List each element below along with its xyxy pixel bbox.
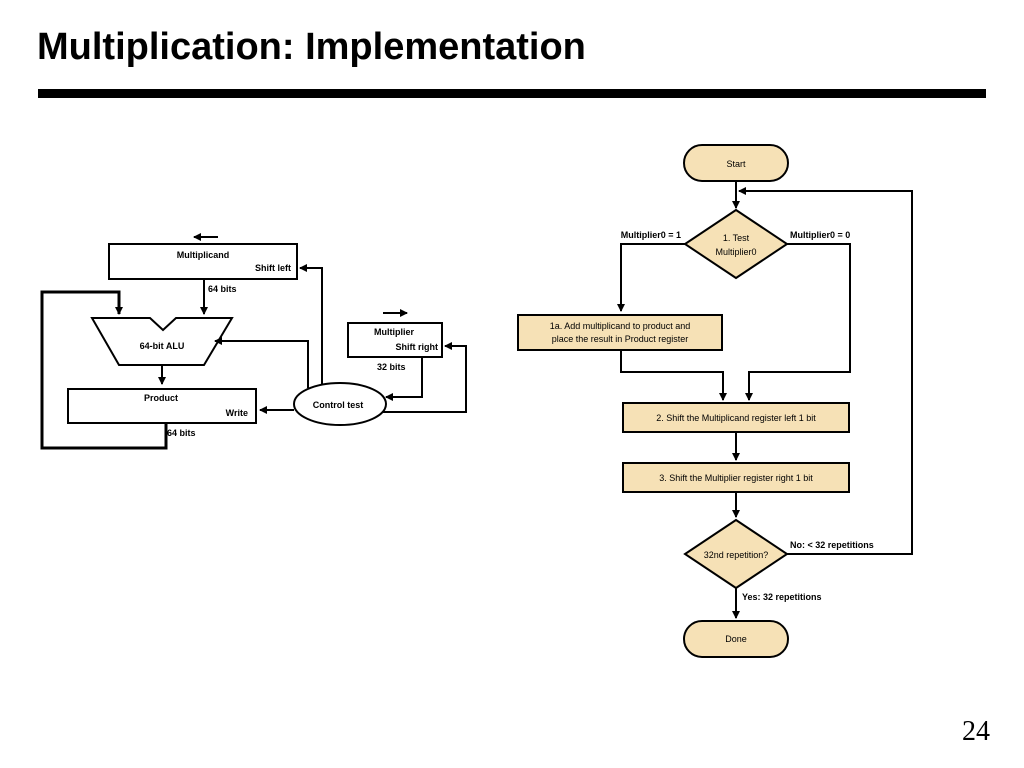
repetition-label: 32nd repetition? xyxy=(704,550,769,560)
shift-right-label: Shift right xyxy=(396,342,439,352)
start-label: Start xyxy=(726,159,746,169)
no-loop-line xyxy=(738,187,913,555)
control-test-label: Control test xyxy=(313,400,364,410)
done-terminal xyxy=(683,620,789,658)
control-to-multiplicand xyxy=(299,264,323,384)
product-register xyxy=(67,388,257,424)
step-1a-to-step2 xyxy=(620,350,727,401)
done-label: Done xyxy=(725,634,747,644)
multiplier-register xyxy=(347,322,443,358)
multiplier-to-control xyxy=(385,357,423,401)
page-number: 24 xyxy=(962,716,990,747)
step-1a-box xyxy=(517,314,723,351)
product-feedback-loop xyxy=(40,290,168,450)
step-1a-line2: place the result in Product register xyxy=(552,334,689,344)
bits-64-bottom-label: 64 bits xyxy=(167,428,196,438)
branch-one-line xyxy=(617,243,685,312)
step-2-box xyxy=(622,402,850,433)
branch-one-label: Multiplier0 = 1 xyxy=(621,230,681,240)
bits-32-label: 32 bits xyxy=(377,362,406,372)
multiplier-label: Multiplier xyxy=(374,327,414,337)
control-to-alu xyxy=(214,337,309,388)
test-label-line1: 1. Test xyxy=(723,233,750,243)
alu-shape xyxy=(90,317,234,366)
flowchart xyxy=(517,144,913,658)
step-1a-line1: 1a. Add multiplicand to product and xyxy=(550,321,691,331)
no-label: No: < 32 repetitions xyxy=(790,540,874,550)
title-divider xyxy=(38,89,986,98)
slide-title: Multiplication: Implementation xyxy=(37,26,586,68)
shift-left-label: Shift left xyxy=(255,263,291,273)
branch-zero-line xyxy=(745,243,851,401)
control-to-multiplier xyxy=(382,342,467,413)
test-diamond xyxy=(683,208,789,280)
step-2-label: 2. Shift the Multiplicand register left … xyxy=(656,413,816,423)
branch-zero-label: Multiplier0 = 0 xyxy=(790,230,850,240)
yes-label: Yes: 32 repetitions xyxy=(742,592,822,602)
product-label: Product xyxy=(144,393,178,403)
control-test-shape xyxy=(293,382,387,426)
test-label-line2: Multiplier0 xyxy=(715,247,756,257)
flowchart-labels: Start 1. Test Multiplier0 Multiplier0 = … xyxy=(550,159,874,644)
multiplicand-label: Multiplicand xyxy=(177,250,230,260)
hardware-labels: Multiplicand Shift left 64 bits 64-bit A… xyxy=(140,250,438,438)
write-label: Write xyxy=(226,408,248,418)
alu-label: 64-bit ALU xyxy=(140,341,185,351)
bits-64-top-label: 64 bits xyxy=(208,284,237,294)
step-3-label: 3. Shift the Multiplier register right 1… xyxy=(659,473,813,483)
hardware-diagram xyxy=(40,233,467,450)
